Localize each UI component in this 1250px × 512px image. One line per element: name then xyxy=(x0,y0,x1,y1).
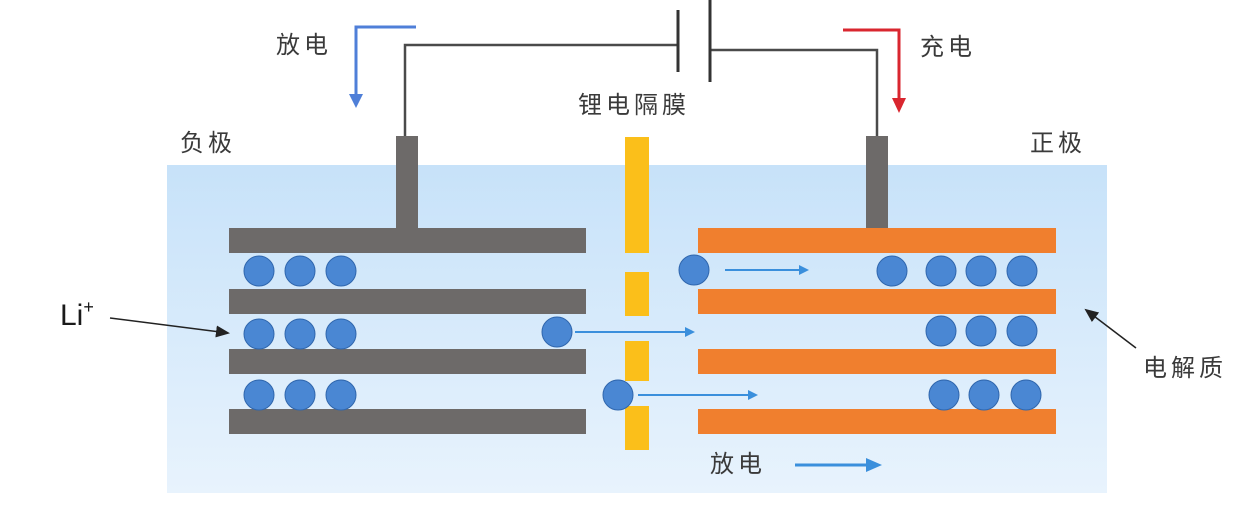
discharge-arrow-icon xyxy=(354,25,416,94)
discharge-bottom-arrow-head xyxy=(866,458,882,472)
li-ion xyxy=(965,255,997,287)
charge-arrow-icon xyxy=(843,28,901,98)
discharge-label-top: 放电 xyxy=(276,31,332,59)
li-ion xyxy=(925,255,957,287)
li-ion xyxy=(284,255,316,287)
cathode-plate xyxy=(698,228,1056,253)
li-ion xyxy=(284,379,316,411)
separator-membrane xyxy=(625,137,649,450)
li-ion xyxy=(1006,315,1038,347)
anode-plate xyxy=(229,289,586,314)
li-ion xyxy=(284,318,316,350)
li-ion xyxy=(1006,255,1038,287)
li-label-charge: + xyxy=(83,297,94,317)
separator-segment xyxy=(625,137,649,253)
li-ion xyxy=(968,379,1000,411)
lithium-ions xyxy=(243,254,1042,411)
li-ion xyxy=(678,254,710,286)
li-ion xyxy=(928,379,960,411)
positive-wire xyxy=(710,48,879,138)
capacitor-icon xyxy=(676,0,712,82)
li-ion xyxy=(541,316,573,348)
cathode-plate xyxy=(698,409,1056,434)
separator-segment xyxy=(625,272,649,316)
li-ion xyxy=(925,315,957,347)
ion-arrows xyxy=(575,265,809,400)
separator-segment xyxy=(625,406,649,450)
cathode-plate xyxy=(698,289,1056,314)
external-circuit xyxy=(403,43,879,138)
li-ion xyxy=(1010,379,1042,411)
cathode-plate xyxy=(698,349,1056,374)
separator-label: 锂电隔膜 xyxy=(578,91,690,119)
li-ion xyxy=(876,255,908,287)
discharge-label-bottom: 放电 xyxy=(710,450,766,478)
positive-electrode-label: 正极 xyxy=(1030,129,1086,157)
separator-segment xyxy=(625,341,649,381)
li-ion xyxy=(325,318,357,350)
li-ion xyxy=(325,379,357,411)
anode-plate xyxy=(229,228,586,253)
negative-electrode-label: 负极 xyxy=(180,129,236,157)
li-ion xyxy=(325,255,357,287)
li-pointer-arrow xyxy=(109,317,230,338)
charge-arrow-head xyxy=(892,98,906,113)
li-ion-label: Li+ xyxy=(60,298,94,331)
li-ion xyxy=(243,379,275,411)
cathode-plates xyxy=(698,228,1056,434)
li-label-base: Li xyxy=(60,299,84,332)
anode-plate xyxy=(229,349,586,374)
li-ion xyxy=(243,255,275,287)
electrolyte-label: 电解质 xyxy=(1143,354,1227,382)
li-ion xyxy=(602,379,634,411)
li-ion xyxy=(965,315,997,347)
negative-wire xyxy=(403,43,678,138)
electrolyte-pointer-arrow xyxy=(1084,308,1137,349)
li-ion xyxy=(243,318,275,350)
discharge-arrow-head xyxy=(349,94,363,108)
positive-tab xyxy=(866,136,888,231)
negative-tab xyxy=(396,136,418,231)
charge-label-top: 充电 xyxy=(920,33,976,61)
anode-plates xyxy=(229,228,586,434)
anode-plate xyxy=(229,409,586,434)
